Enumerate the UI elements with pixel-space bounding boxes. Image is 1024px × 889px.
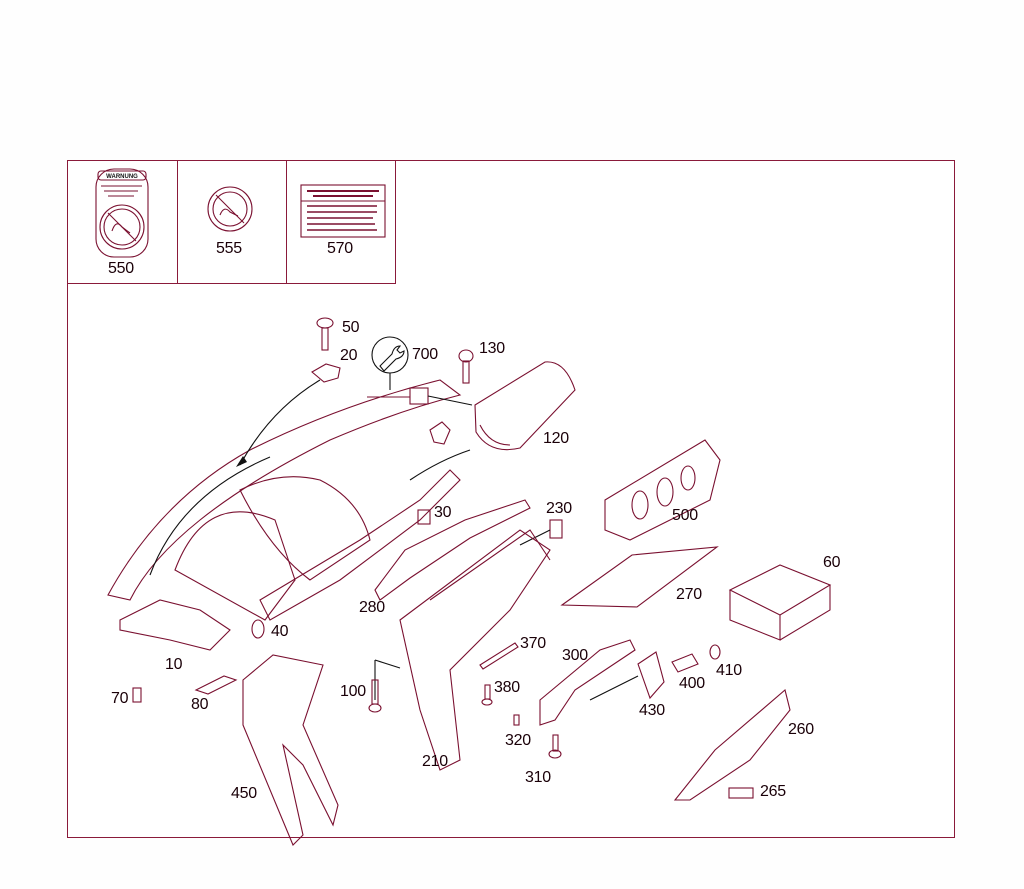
callout-500: 500 xyxy=(672,507,698,524)
diagram-frame: WARNUNG 550 555 xyxy=(67,160,955,838)
callout-10: 10 xyxy=(165,656,183,673)
trim-panel-part xyxy=(374,499,531,601)
callout-80: 80 xyxy=(191,696,209,713)
wrench-icon xyxy=(367,336,473,406)
dashboard-carrier-part xyxy=(107,379,462,651)
advanced-airbag-notice-icon xyxy=(300,184,386,238)
callout-40: 40 xyxy=(271,623,289,640)
callout-30: 30 xyxy=(434,504,452,521)
callout-320: 320 xyxy=(505,732,531,749)
callout-100: 100 xyxy=(340,683,366,700)
callout-230: 230 xyxy=(546,500,572,517)
panel-part xyxy=(560,546,719,608)
callout-310: 310 xyxy=(525,769,551,786)
part-number-555: 555 xyxy=(216,240,242,257)
screw-part xyxy=(316,317,334,351)
instrument-carrier-part xyxy=(604,439,721,541)
callout-410: 410 xyxy=(716,662,742,679)
callout-260: 260 xyxy=(788,721,814,738)
bracket-part xyxy=(242,654,339,846)
callout-50: 50 xyxy=(342,319,360,336)
cover-part xyxy=(549,519,563,539)
clip-part xyxy=(311,363,341,383)
callout-265: 265 xyxy=(760,783,786,800)
clip-part xyxy=(417,509,431,525)
label-panel-555: 555 xyxy=(178,161,287,284)
lock-part xyxy=(539,639,636,726)
callout-430: 430 xyxy=(639,702,665,719)
callout-270: 270 xyxy=(676,586,702,603)
svg-text:WARNUNG: WARNUNG xyxy=(106,174,138,180)
part-number-550: 550 xyxy=(108,260,134,277)
support-part xyxy=(399,529,551,771)
control-unit-box-part xyxy=(728,564,832,641)
airbag-module-part xyxy=(474,361,576,451)
airbag-label-icon xyxy=(207,186,253,232)
warning-label-icon: WARNUNG xyxy=(95,168,149,258)
callout-280: 280 xyxy=(359,599,385,616)
label-panel-550: WARNUNG 550 xyxy=(68,161,178,284)
callout-70: 70 xyxy=(111,690,129,707)
callout-120: 120 xyxy=(543,430,569,447)
callout-300: 300 xyxy=(562,647,588,664)
part-number-570: 570 xyxy=(327,240,353,257)
callout-400: 400 xyxy=(679,675,705,692)
callout-210: 210 xyxy=(422,753,448,770)
callout-130: 130 xyxy=(479,340,505,357)
screw-part xyxy=(458,349,474,384)
callout-370: 370 xyxy=(520,635,546,652)
callout-60: 60 xyxy=(823,554,841,571)
callout-20: 20 xyxy=(340,347,358,364)
label-panel-570: 570 xyxy=(287,161,396,284)
callout-380: 380 xyxy=(494,679,520,696)
callout-450: 450 xyxy=(231,785,257,802)
glovebox-lid-part xyxy=(673,689,791,801)
callout-700: 700 xyxy=(412,346,438,363)
